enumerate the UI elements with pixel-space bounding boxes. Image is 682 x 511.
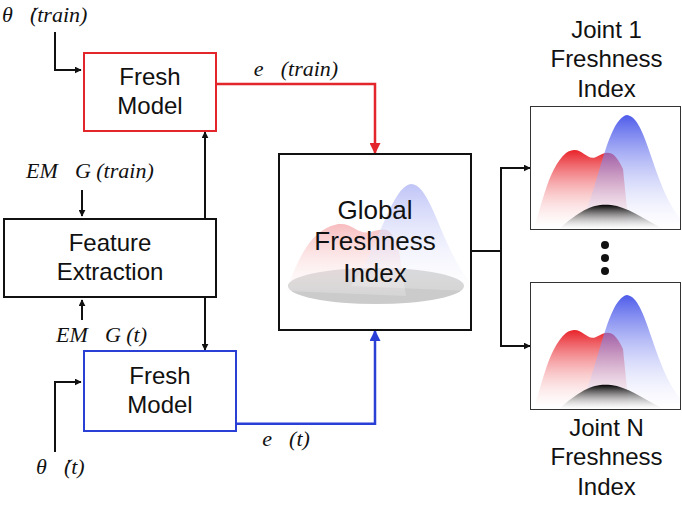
box-label: Fresh Model (103, 362, 217, 420)
signal-label: EM⃗G (t) (56, 322, 147, 348)
process-box: Feature Extraction (3, 218, 217, 298)
edge-label: e⃗(t) (262, 426, 310, 452)
connector (472, 168, 530, 251)
box-label: Fresh Model (99, 63, 201, 121)
chart-box: Joint N Freshness Index (530, 282, 681, 410)
box-label: Feature Extraction (25, 229, 195, 287)
distribution-illustration (533, 115, 681, 229)
ellipsis-dot (601, 254, 609, 262)
input-arrow (81, 300, 83, 320)
edge-label: e⃗(train) (254, 56, 338, 82)
index-box: Global Freshness Index (278, 153, 472, 331)
ellipsis-dot (601, 241, 609, 249)
connector (204, 298, 206, 350)
distribution-illustration (533, 295, 681, 409)
model-box: Fresh Model (83, 52, 217, 132)
chart-box: Joint 1 Freshness Index (530, 106, 681, 230)
connector (237, 331, 375, 424)
signal-label: EM⃗G (train) (26, 158, 154, 184)
signal-label: θ⃗̇(t) (36, 454, 85, 480)
input-arrow (55, 32, 81, 70)
input-arrow (55, 382, 81, 452)
connector (204, 132, 206, 218)
input-arrow (81, 190, 83, 216)
chart-heading: Joint N Freshness Index (527, 413, 682, 501)
ellipsis-dot (601, 267, 609, 275)
model-box: Fresh Model (83, 350, 237, 432)
distribution-illustration (286, 184, 469, 304)
chart-heading: Joint 1 Freshness Index (527, 15, 682, 103)
signal-label: θ⃗̇(train) (2, 2, 87, 28)
box-label: Global Freshness Index (302, 195, 448, 289)
connector (217, 84, 375, 153)
connector (472, 251, 530, 346)
